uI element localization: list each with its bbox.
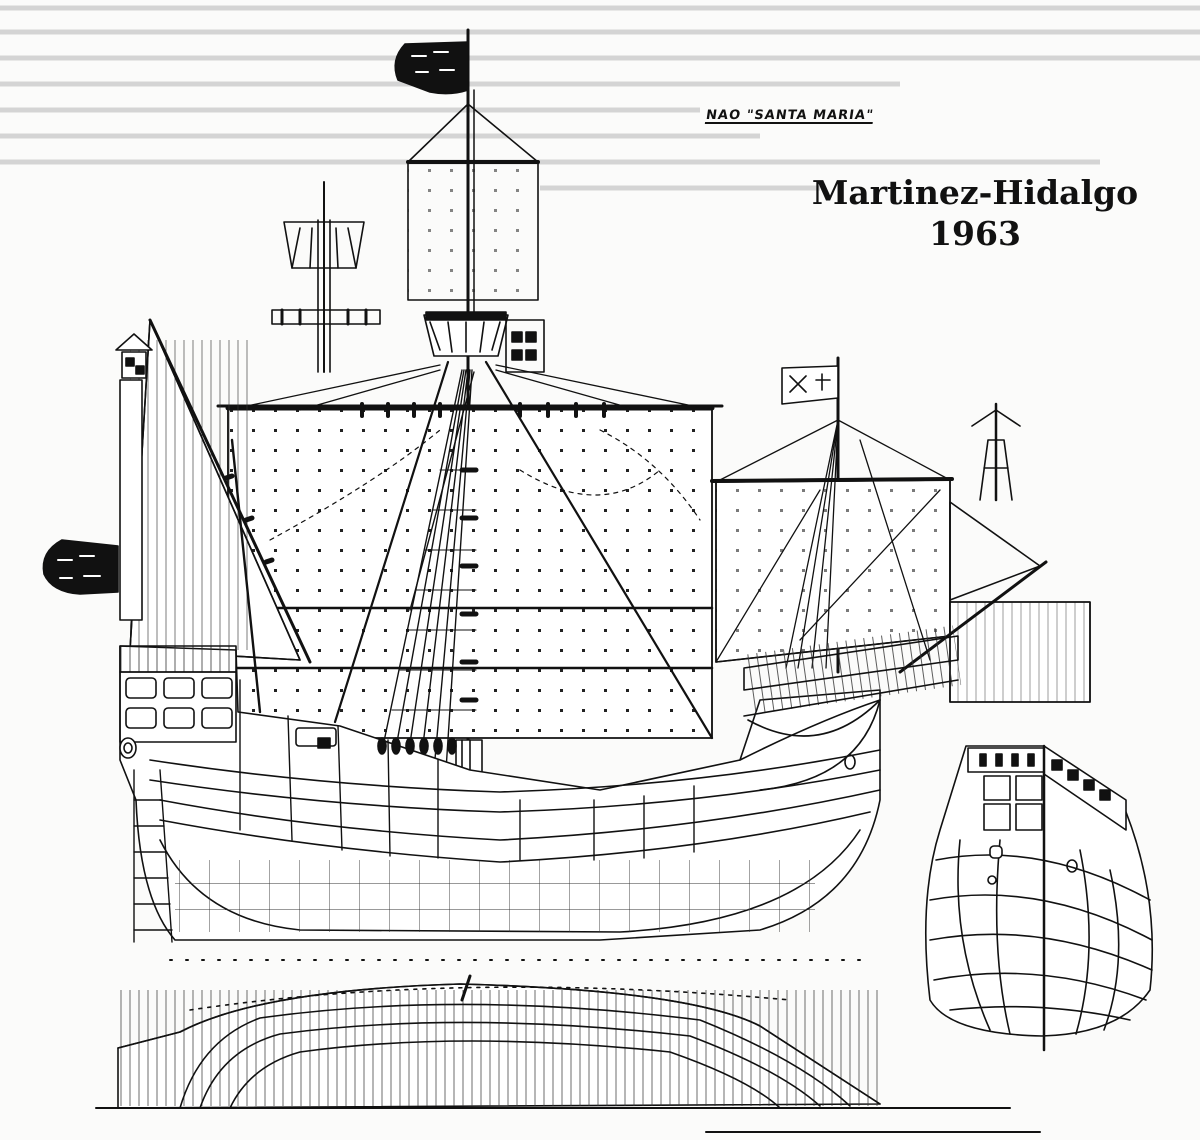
lateen-mast [230,438,262,714]
fore-course-sail [710,477,954,663]
lateen-yard-bands [223,473,275,565]
stern-ladder [133,769,173,943]
stern-lantern-mast [115,333,153,621]
main-mast-bands [459,467,479,703]
author-credit: Martinez-Hidalgo 1963 [790,172,1160,254]
lateen-yard [148,318,312,664]
main-top [423,311,509,357]
stern-flag [42,539,119,595]
main-lifts [227,364,713,411]
author-name: Martinez-Hidalgo [811,173,1139,212]
main-mast-flag [394,41,469,95]
background-bleed-text [0,5,1200,191]
stern-view [924,744,1154,1052]
hull-profile [119,625,962,943]
main-topsail [406,103,540,301]
author-year: 1963 [929,214,1021,253]
half-breadth-plan [95,974,1041,1133]
sprit-topmast [971,402,1021,502]
main-shrouds [377,369,475,771]
main-flag-pattern [411,51,455,73]
main-stays [333,360,714,740]
main-top-shield [505,319,545,373]
main-sail-dashed-lines [269,429,701,541]
main-course-sail [225,402,715,739]
lateen-sail [129,319,301,661]
main-ratlines [391,469,477,711]
figure-caption: NAO "SANTA MARIA" [704,108,875,123]
stern-flag-pattern [57,555,101,579]
fore-lifts [715,419,951,669]
spritsail [949,501,1091,703]
fore-topmast [271,181,381,373]
